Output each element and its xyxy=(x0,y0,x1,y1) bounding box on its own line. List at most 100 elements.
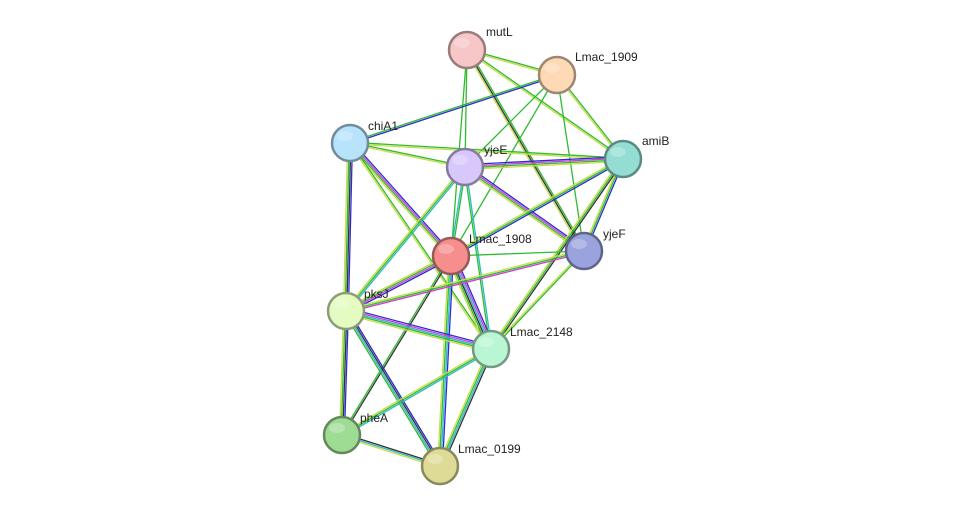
edge-line-blue xyxy=(343,311,350,436)
edge-line-green xyxy=(467,48,586,251)
node-highlight xyxy=(478,337,494,347)
edge-line-green xyxy=(343,311,439,468)
node-label: mutL xyxy=(486,25,513,39)
edge-amiB-Lmac_2148 xyxy=(489,157,625,351)
edge-line-green xyxy=(450,250,585,257)
edge-line-green xyxy=(465,159,624,169)
node-label: Lmac_1908 xyxy=(469,232,532,246)
node-circle[interactable] xyxy=(431,236,471,276)
edge-line-cyan xyxy=(345,310,492,350)
edge-line-green xyxy=(344,142,350,311)
node-highlight xyxy=(337,131,353,141)
edge-line-black xyxy=(441,349,494,468)
node-circle[interactable] xyxy=(322,415,362,455)
edge-line-green xyxy=(349,73,557,143)
edge-line-pink xyxy=(346,256,452,313)
edge-line-green xyxy=(350,141,624,159)
node-layer: mutL Lmac_1909 chiA1 yjeE amiB Lmac_1908 yjeF p… xyxy=(322,25,669,486)
node-amiB[interactable]: amiB xyxy=(603,134,669,179)
edge-line-yellow xyxy=(349,143,623,161)
node-Lmac_1909[interactable]: Lmac_1909 xyxy=(537,50,638,95)
edge-line-blue xyxy=(441,256,455,467)
edge-line-yellow xyxy=(463,168,583,254)
node-Lmac_0199[interactable]: Lmac_0199 xyxy=(420,442,521,486)
edge-pksJ-Lmac_2148 xyxy=(345,307,492,353)
edge-chiA1-Lmac_2148 xyxy=(348,142,493,350)
node-chiA1[interactable]: chiA1 xyxy=(330,119,398,163)
node-highlight xyxy=(544,63,560,73)
node-circle[interactable] xyxy=(471,329,511,369)
node-highlight xyxy=(427,454,443,464)
node-Lmac_2148[interactable]: Lmac_2148 xyxy=(471,325,573,369)
edge-line-yellow xyxy=(466,50,623,161)
node-label: chiA1 xyxy=(368,119,398,133)
edge-line-cyan xyxy=(342,349,493,437)
node-pheA[interactable]: pheA xyxy=(322,411,388,455)
node-Lmac_1908[interactable]: Lmac_1908 xyxy=(431,232,532,276)
edge-line-yellow xyxy=(340,347,491,435)
edge-yjeE-Lmac_2148 xyxy=(463,166,493,350)
node-yjeE[interactable]: yjeE xyxy=(445,143,507,187)
node-circle[interactable] xyxy=(330,123,370,163)
edge-mutL-yjeE xyxy=(464,49,468,168)
edge-line-green xyxy=(345,254,451,311)
edge-line-green xyxy=(341,348,492,436)
edge-line-yellow xyxy=(436,255,450,466)
node-label: Lmac_2148 xyxy=(510,325,573,339)
node-circle[interactable] xyxy=(420,446,460,486)
edge-line-blue xyxy=(466,164,586,250)
edge-line-cyan xyxy=(440,349,493,467)
node-circle[interactable] xyxy=(447,30,487,70)
edge-line-blue xyxy=(464,155,623,166)
edge-Lmac_1908-pheA xyxy=(340,255,453,436)
edge-chiA1-pksJ xyxy=(342,142,354,312)
edge-line-yellow xyxy=(342,142,349,311)
edge-line-cyan xyxy=(344,311,440,467)
node-highlight xyxy=(438,244,454,254)
edge-yjeF-pksJ xyxy=(345,248,585,314)
edge-line-green xyxy=(438,348,491,466)
edge-line-green xyxy=(464,167,584,253)
edge-line-pink xyxy=(464,157,623,167)
node-label: pheA xyxy=(360,411,388,425)
edge-line-green xyxy=(490,158,624,350)
edge-line-black xyxy=(346,310,442,466)
edge-line-yellow xyxy=(349,143,465,169)
node-circle[interactable] xyxy=(603,139,643,179)
edge-line-yellow xyxy=(345,248,584,311)
edge-Lmac_2148-Lmac_0199 xyxy=(437,347,494,468)
node-highlight xyxy=(571,239,587,249)
edge-Lmac_1909-chiA1 xyxy=(349,73,558,145)
node-mutL[interactable]: mutL xyxy=(447,25,513,70)
edge-line-yellow xyxy=(338,310,345,435)
edge-line-blue xyxy=(350,75,558,145)
node-yjeF[interactable]: yjeF xyxy=(564,227,626,271)
edge-line-green xyxy=(345,250,585,312)
edge-pksJ-Lmac_0199 xyxy=(343,309,443,468)
edge-chiA1-amiB xyxy=(349,141,624,161)
node-label: Lmac_1909 xyxy=(575,50,638,64)
edge-line-blue xyxy=(347,309,443,466)
edge-line-green xyxy=(450,158,624,257)
edge-line-yellow xyxy=(344,253,451,310)
edge-yjeE-pksJ xyxy=(344,165,467,313)
edge-line-green xyxy=(491,251,586,350)
edge-line-green xyxy=(345,166,466,312)
edge-Lmac_1908-pksJ xyxy=(344,253,453,314)
edge-line-green xyxy=(340,255,451,435)
edge-Lmac_1908-yjeF xyxy=(450,250,585,257)
edge-yjeE-yjeF xyxy=(463,164,586,254)
edge-yjeF-Lmac_2148 xyxy=(489,250,586,350)
node-circle[interactable] xyxy=(326,291,366,331)
edge-line-blue xyxy=(346,307,492,347)
edge-line-green xyxy=(463,167,491,350)
node-pksJ[interactable]: pksJ xyxy=(326,287,389,331)
node-label: pksJ xyxy=(364,287,389,301)
edge-line-yellow xyxy=(465,50,584,253)
edge-line-green xyxy=(438,255,451,466)
edge-line-green xyxy=(340,310,346,435)
node-circle[interactable] xyxy=(537,55,577,95)
node-circle[interactable] xyxy=(564,231,604,271)
node-circle[interactable] xyxy=(445,147,485,187)
